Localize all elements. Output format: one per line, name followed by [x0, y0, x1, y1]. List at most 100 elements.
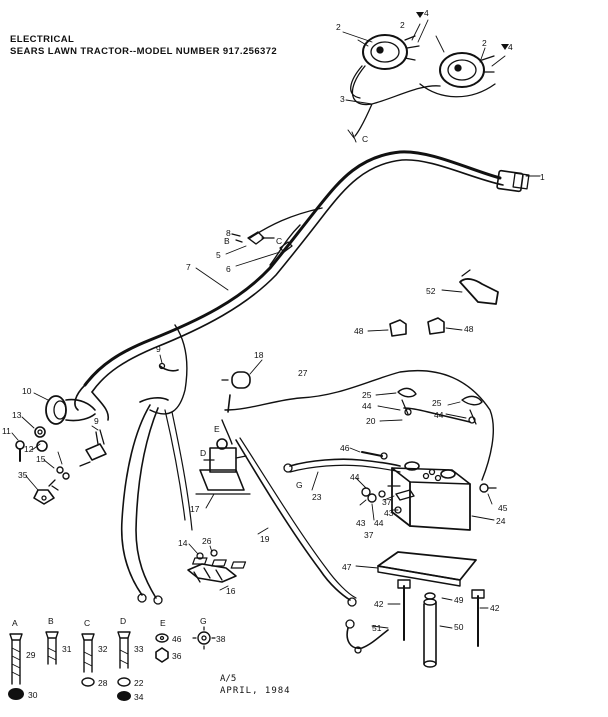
label-nut-44d: 44: [374, 518, 384, 528]
label-connector: 1: [540, 172, 545, 182]
label-bulb: 4: [424, 8, 429, 18]
label-cover-35: 35: [18, 470, 28, 480]
mark-B: B: [224, 236, 230, 246]
hardware-A: [8, 633, 24, 700]
solenoid: [195, 438, 251, 495]
label-nut-37a: 37: [382, 497, 392, 507]
label-bolt-42b: 42: [490, 603, 500, 613]
battery-cable-23: [283, 458, 401, 473]
label-nut-44c: 44: [350, 472, 360, 482]
label-nut-44b: 44: [434, 410, 444, 420]
hw-num-31: 31: [62, 644, 72, 654]
label-rod-20: 20: [366, 416, 376, 426]
label-cable-23: 23: [312, 492, 322, 502]
terminal-cap-right: [427, 317, 445, 335]
terminals-small: [33, 466, 70, 505]
nut-44a: [404, 408, 412, 416]
headlight-left: [362, 34, 420, 70]
label-clip-8: 8: [226, 228, 231, 238]
hw-num-38: 38: [216, 634, 226, 644]
harness-connector: [496, 169, 541, 193]
label-cable-27: 27: [298, 368, 308, 378]
hw-num-36: 36: [172, 651, 182, 661]
label-tray: 47: [342, 562, 352, 572]
diagram-subtitle: SEARS LAWN TRACTOR--MODEL NUMBER 917.256…: [10, 46, 278, 57]
cable-27: [224, 369, 494, 481]
strap-25b: [461, 395, 483, 406]
hw-letter-G: G: [200, 616, 207, 626]
label-ignition: 10: [22, 386, 32, 396]
hw-num-46: 46: [172, 634, 182, 644]
ignition-switch: [45, 395, 96, 425]
hw-num-30: 30: [28, 690, 38, 700]
label-bolt-46: 46: [340, 443, 350, 453]
mark-G: G: [296, 480, 303, 490]
label-terminal-45: 45: [498, 503, 508, 513]
label-fuse: 18: [254, 350, 264, 360]
label-terminal-15: 15: [36, 454, 46, 464]
hardware-D: [117, 631, 131, 701]
mark-E: E: [214, 424, 220, 434]
tube-50: [423, 598, 437, 668]
mark-C2: C: [362, 134, 368, 144]
label-plug-16: 16: [226, 586, 236, 596]
hw-num-32: 32: [98, 644, 108, 654]
label-headlight-2: 2: [400, 20, 405, 30]
strap-25a: [397, 387, 417, 398]
label-key-nut: 11: [2, 426, 11, 436]
hold-down-bolts: [397, 579, 485, 647]
label-boot: 52: [426, 286, 436, 296]
fuse: [221, 371, 251, 389]
main-harness: [74, 150, 504, 421]
nut-49: [424, 592, 436, 600]
label-solenoid: 17: [190, 504, 200, 514]
label-nut-44a: 44: [362, 401, 372, 411]
label-cap-left: 48: [354, 326, 364, 336]
label-nut-49: 49: [454, 595, 464, 605]
wire-51: [345, 619, 389, 654]
label-nut-37b: 37: [364, 530, 374, 540]
hw-letter-D: D: [120, 616, 126, 626]
label-clip-5: 5: [216, 250, 221, 260]
label-terminal-14: 14: [178, 538, 188, 548]
terminal-boot: [459, 269, 499, 305]
nut-44b: [468, 416, 476, 424]
label-tie-strap: 9: [156, 344, 161, 354]
label-terminal-26: 26: [202, 536, 212, 546]
label-harness-lower: 3: [340, 94, 345, 104]
label-washer: 13: [12, 410, 22, 420]
label-tube-50: 50: [454, 622, 464, 632]
tie-strap: [158, 362, 179, 372]
label-strap-25a: 25: [362, 390, 372, 400]
hw-num-22: 22: [134, 678, 144, 688]
wire-clips: [225, 231, 293, 267]
hw-letter-A: A: [12, 618, 18, 628]
label-bolt-42a: 42: [374, 599, 384, 609]
hw-letter-B: B: [48, 616, 54, 626]
label-headlight: 2: [336, 22, 341, 32]
label-strap-25b: 25: [432, 398, 442, 408]
label-battery: 24: [496, 516, 506, 526]
hw-num-28: 28: [98, 678, 108, 688]
hw-letter-C: C: [84, 618, 90, 628]
label-cable-19: 19: [260, 534, 270, 544]
terminal-cap-left: [389, 319, 407, 337]
label-tie-strap-2: 9: [94, 416, 99, 426]
switch-plug: [79, 429, 107, 467]
hw-num-29: 29: [26, 650, 36, 660]
hw-letter-E: E: [160, 618, 166, 628]
hardware-E: [155, 633, 169, 663]
hardware-G: [192, 626, 216, 650]
label-nut-43a: 43: [356, 518, 366, 528]
battery-tray: [192, 551, 477, 587]
label-wire-end: 6: [226, 264, 231, 274]
hw-num-33: 33: [134, 644, 144, 654]
bolt-46: [361, 451, 388, 460]
callout-labels: 2 2 4 2 4 3 1 8 5 6 7 9 18 10 13 11 12 1…: [2, 8, 545, 702]
footer-code: A/5: [220, 674, 237, 684]
terminal-45: [479, 483, 497, 493]
mark-C: C: [276, 236, 282, 246]
footer-date: APRIL, 1984: [220, 686, 291, 696]
label-nut-43b: 43: [384, 508, 394, 518]
